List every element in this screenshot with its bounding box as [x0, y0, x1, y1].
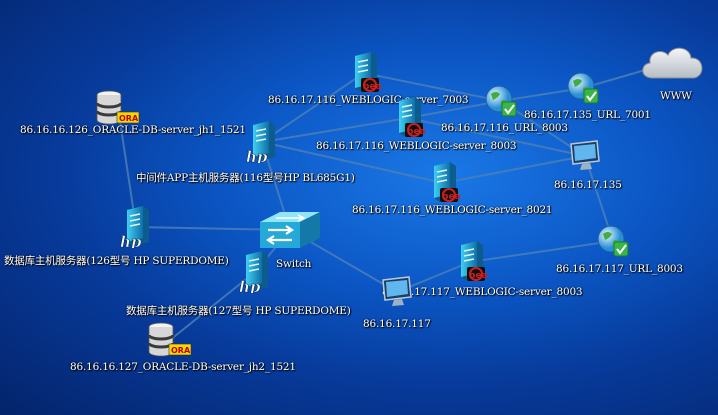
svg-text:bea: bea [469, 271, 487, 281]
database-icon: ORA [95, 90, 141, 130]
svg-text:ORA: ORA [119, 114, 139, 123]
node-wl8021[interactable]: bea [426, 162, 461, 208]
node-label-url117: 86.16.17.117_URL_8003 [556, 263, 683, 275]
server-icon: hp [119, 206, 153, 252]
node-label-srv127: 数据库主机服务器(127型号 HP SUPERDOME) [126, 305, 351, 317]
node-label-db2: 86.16.16.127_ORACLE-DB-server_jh2_1521 [70, 361, 296, 373]
svg-text:bea: bea [442, 192, 460, 202]
link-app116-wl8021 [261, 141, 444, 184]
weblogic-server-icon: bea [391, 97, 426, 143]
link-wl8003-url116 [407, 100, 502, 119]
url-globe-icon [596, 225, 630, 262]
monitor-icon [380, 276, 414, 312]
svg-text:bea: bea [407, 127, 425, 137]
node-srv127[interactable]: hp [238, 251, 272, 297]
node-label-www: WWW [660, 90, 692, 102]
node-app116[interactable]: hp [245, 121, 279, 167]
svg-text:hp: hp [120, 233, 142, 248]
svg-text:hp: hp [239, 278, 261, 293]
node-label-wl117: 86.16.17.117_WEBLOGIC-server_8003 [382, 286, 583, 298]
server-icon: hp [245, 121, 279, 167]
node-wl7003[interactable]: bea [347, 52, 382, 98]
node-label-wl7003: 86.16.17.116_WEBLOGIC-server_7003 [268, 94, 469, 106]
svg-text:ORA: ORA [171, 346, 191, 355]
link-db1-srv126 [117, 107, 137, 228]
node-label-mon135: 86.16.17.135 [554, 179, 622, 191]
node-www[interactable] [638, 42, 708, 86]
node-label-wl8021: 86.16.17.116_WEBLOGIC-server_8021 [352, 204, 553, 216]
node-wl8003[interactable]: bea [391, 97, 426, 143]
node-label-url116: 86.16.17.116_URL_8003 [441, 122, 568, 134]
node-url116[interactable] [484, 84, 518, 122]
svg-text:bea: bea [363, 82, 381, 92]
link-wl8021-mon135 [442, 155, 586, 184]
node-mon135[interactable] [568, 140, 602, 176]
node-label-wl8003: 86.16.17.116_WEBLOGIC-server_8003 [316, 140, 517, 152]
link-wl8003-mon135 [407, 117, 586, 157]
node-db1[interactable]: ORA [95, 90, 141, 130]
node-label-mon117: 86.16.17.117 [363, 318, 431, 330]
url-globe-icon [484, 85, 518, 122]
node-db2[interactable]: ORA [147, 322, 193, 362]
link-srv127-db2 [169, 271, 256, 341]
weblogic-server-icon: bea [347, 52, 382, 98]
node-url7001[interactable] [566, 71, 600, 109]
monitor-icon [568, 140, 602, 176]
node-label-db1: 86.16.16.126_ORACLE-DB-server_jh1_1521 [20, 124, 246, 136]
switch-icon [258, 212, 322, 254]
node-srv126[interactable]: hp [119, 206, 153, 252]
node-label-switch: Switch [276, 258, 312, 270]
node-mon117[interactable] [380, 276, 414, 312]
svg-text:hp: hp [246, 148, 268, 163]
server-icon: hp [238, 251, 272, 297]
node-label-app116: 中间件APP主机服务器(116型号HP BL685G1) [136, 172, 355, 184]
weblogic-server-icon: bea [426, 162, 461, 208]
weblogic-server-icon: bea [453, 241, 488, 287]
node-label-url7001: 86.16.17.135_URL_7001 [524, 109, 651, 121]
node-url117[interactable] [596, 224, 630, 262]
database-icon: ORA [147, 322, 193, 362]
cloud-icon [638, 47, 708, 86]
link-app116-wl7003 [261, 72, 365, 143]
node-wl117[interactable]: bea [453, 241, 488, 287]
node-switch[interactable] [258, 210, 322, 254]
node-label-srv126: 数据库主机服务器(126型号 HP SUPERDOME) [4, 255, 229, 267]
link-wl117-url117 [469, 240, 614, 263]
link-app116-wl8003 [261, 117, 409, 143]
link-wl7003-url116 [363, 72, 502, 102]
url-globe-icon [566, 72, 600, 109]
